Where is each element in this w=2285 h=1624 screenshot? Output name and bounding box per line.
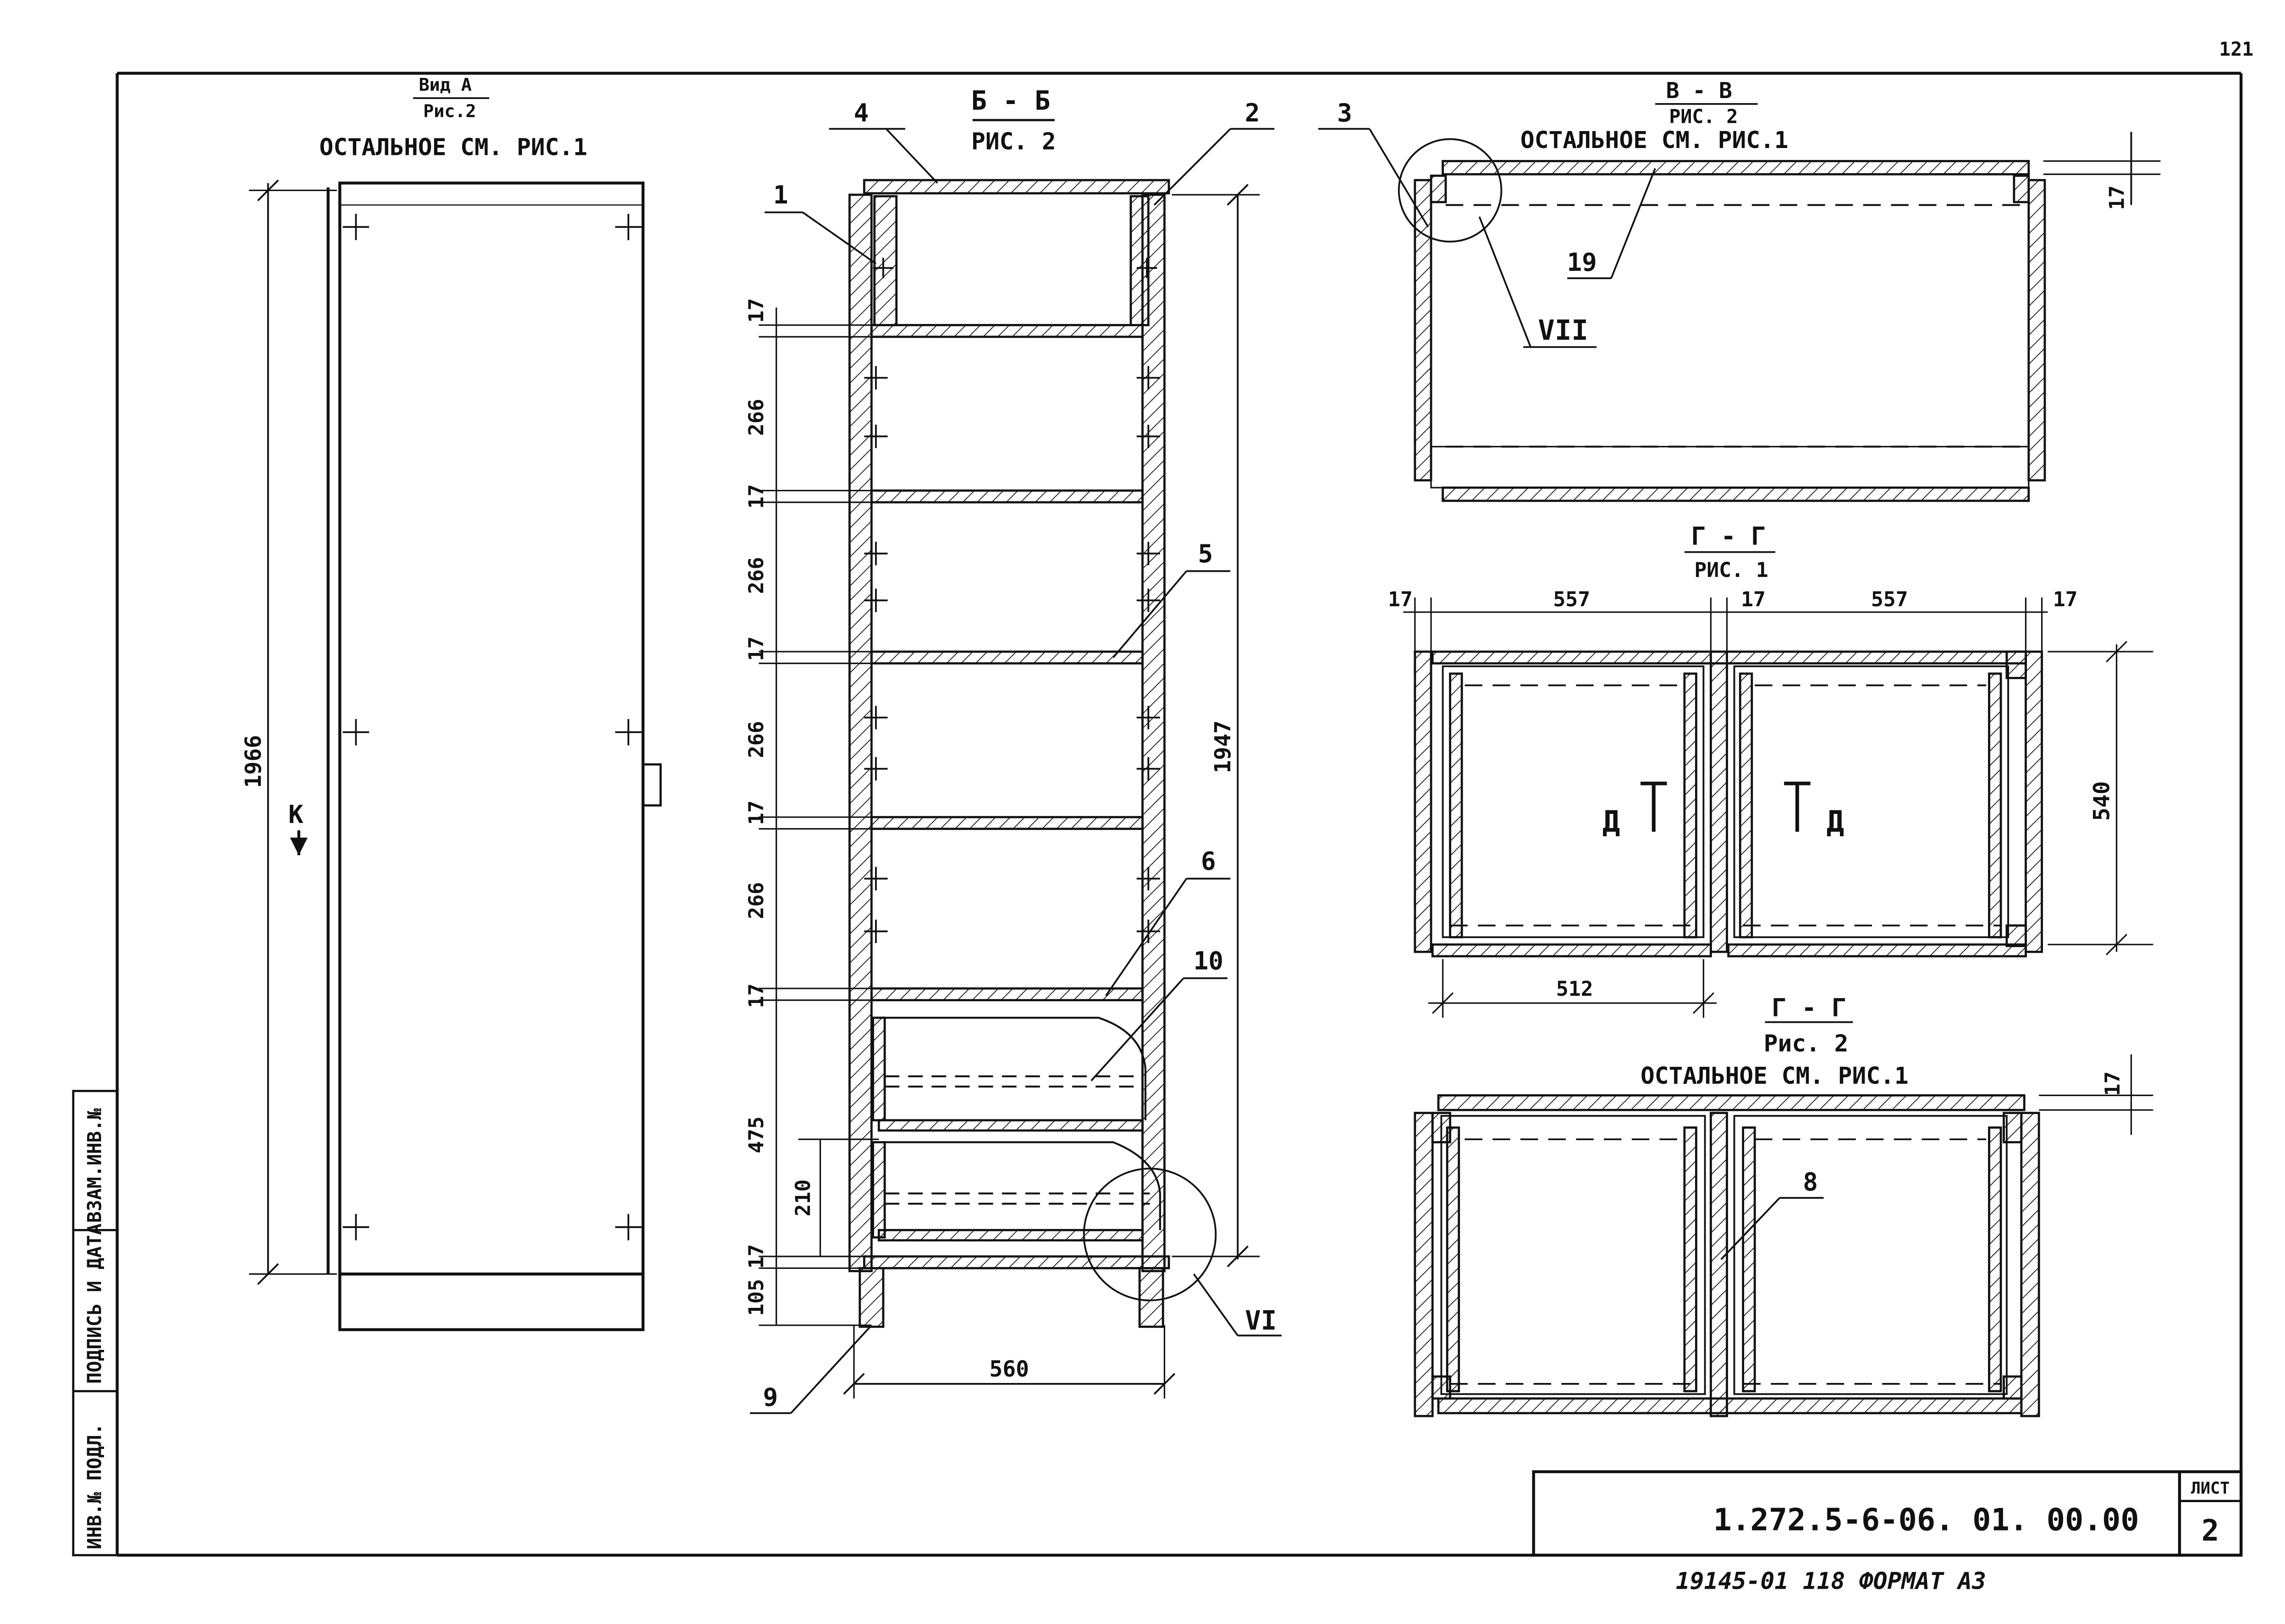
dim-210: 210 [791,1180,815,1217]
dim-266-2: 266 [744,557,768,594]
dim-17-6: 17 [744,1244,768,1269]
section-bb-width-dim: 560 [989,1357,1029,1382]
section-vv-note: ОСТАЛЬНОЕ СМ. РИС.1 [1520,127,1789,154]
dim-17-1: 17 [744,298,768,323]
section-bb-title: Б - Б [971,86,1050,116]
detail-vi-label: VI [1245,1306,1277,1336]
title-block-sheet-label: ЛИСТ [2191,1479,2230,1498]
title-block: 1.272.5-6-06. 01. 00.00 ЛИСТ 2 [1532,1470,2243,1557]
gg1-dim-17-b: 17 [1741,587,1766,611]
section-vv-dim-right: 17 [2104,185,2129,210]
section-gg-2-title: Г - Г [1772,993,1846,1022]
gg1-cut-right: Д [1827,805,1844,839]
section-gg-2: Г - Г Рис. 2 ОСТАЛЬНОЕ СМ. РИС.1 [1414,993,2153,1417]
view-a-note: ОСТАЛЬНОЕ СМ. РИС.1 [319,134,588,161]
callout-4: 4 [854,99,869,127]
sheet-frame [116,71,2243,1557]
callout-19: 19 [1567,248,1597,277]
view-a-arrow-label: К [288,800,303,829]
dim-475: 475 [744,1116,768,1153]
callout-6: 6 [1201,847,1216,876]
detail-vii-label: VII [1538,314,1588,346]
title-block-sheet-number: 2 [2202,1514,2219,1548]
section-bb-ref: РИС. 2 [971,128,1056,155]
view-a: Вид А Рис.2 ОСТАЛЬНОЕ СМ. РИС.1 1966 К [241,75,662,1331]
gg1-bottom-dim: 512 [1556,977,1593,1001]
gg2-dim-right: 17 [2100,1071,2125,1096]
gg1-dim-17-c: 17 [2053,587,2078,611]
section-bb-overall-height: 1947 [1211,720,1236,773]
dim-17-4: 17 [744,801,768,825]
callout-8: 8 [1803,1168,1818,1196]
gg1-dim-557-b: 557 [1871,587,1908,611]
dim-17-5: 17 [744,983,768,1008]
stamp-replacement-label: ВЗАМ.ИНВ.№ [83,1108,105,1223]
dim-266-3: 266 [744,721,768,758]
section-gg-1-title: Г - Г [1691,522,1766,551]
section-vv: В - В РИС. 2 ОСТАЛЬНОЕ СМ. РИС.1 17 3 19… [1318,78,2161,502]
dim-266-4: 266 [744,882,768,919]
section-gg-2-ref: Рис. 2 [1764,1030,1849,1057]
section-gg-1: Г - Г РИС. 1 17 557 17 557 17 [1388,522,2153,1018]
stamp-signature-label: ПОДПИСЬ И ДАТА [83,1223,105,1384]
callout-1: 1 [773,181,788,209]
dim-105: 105 [744,1279,768,1316]
view-a-ref: Рис.2 [423,101,476,122]
section-vv-ref: РИС. 2 [1669,105,1738,127]
gg1-cut-left: Д [1602,805,1620,839]
footer-format: 19145-01 118 ФОРМАТ А3 [1676,1568,1986,1595]
gg1-dim-17-a: 17 [1388,587,1413,611]
stamp-original-label: ИНВ.№ ПОДЛ. [83,1423,105,1549]
section-gg-2-note: ОСТАЛЬНОЕ СМ. РИС.1 [1641,1063,1909,1090]
gg1-dim-557-a: 557 [1553,587,1590,611]
dim-266-1: 266 [744,399,768,436]
section-gg-1-ref: РИС. 1 [1694,558,1768,582]
view-a-height-dim: 1966 [241,735,266,788]
view-a-title: Вид А [419,75,472,95]
title-block-code: 1.272.5-6-06. 01. 00.00 [1713,1502,2139,1537]
callout-3: 3 [1337,99,1352,127]
side-stamp: ВЗАМ.ИНВ.№ ПОДПИСЬ И ДАТА ИНВ.№ ПОДЛ. [72,1090,119,1557]
callout-5: 5 [1198,539,1213,568]
section-bb: Б - Б РИС. 2 [744,86,1282,1399]
gg1-depth-dim: 540 [2090,781,2115,821]
section-vv-title: В - В [1666,78,1732,104]
callouts-bb [750,128,1275,1414]
callout-9: 9 [763,1383,778,1412]
callout-2: 2 [1245,99,1260,127]
dim-17-2: 17 [744,484,768,509]
callout-10: 10 [1194,947,1223,976]
dim-17-3: 17 [744,636,768,661]
corner-mark: 121 [2219,38,2253,60]
